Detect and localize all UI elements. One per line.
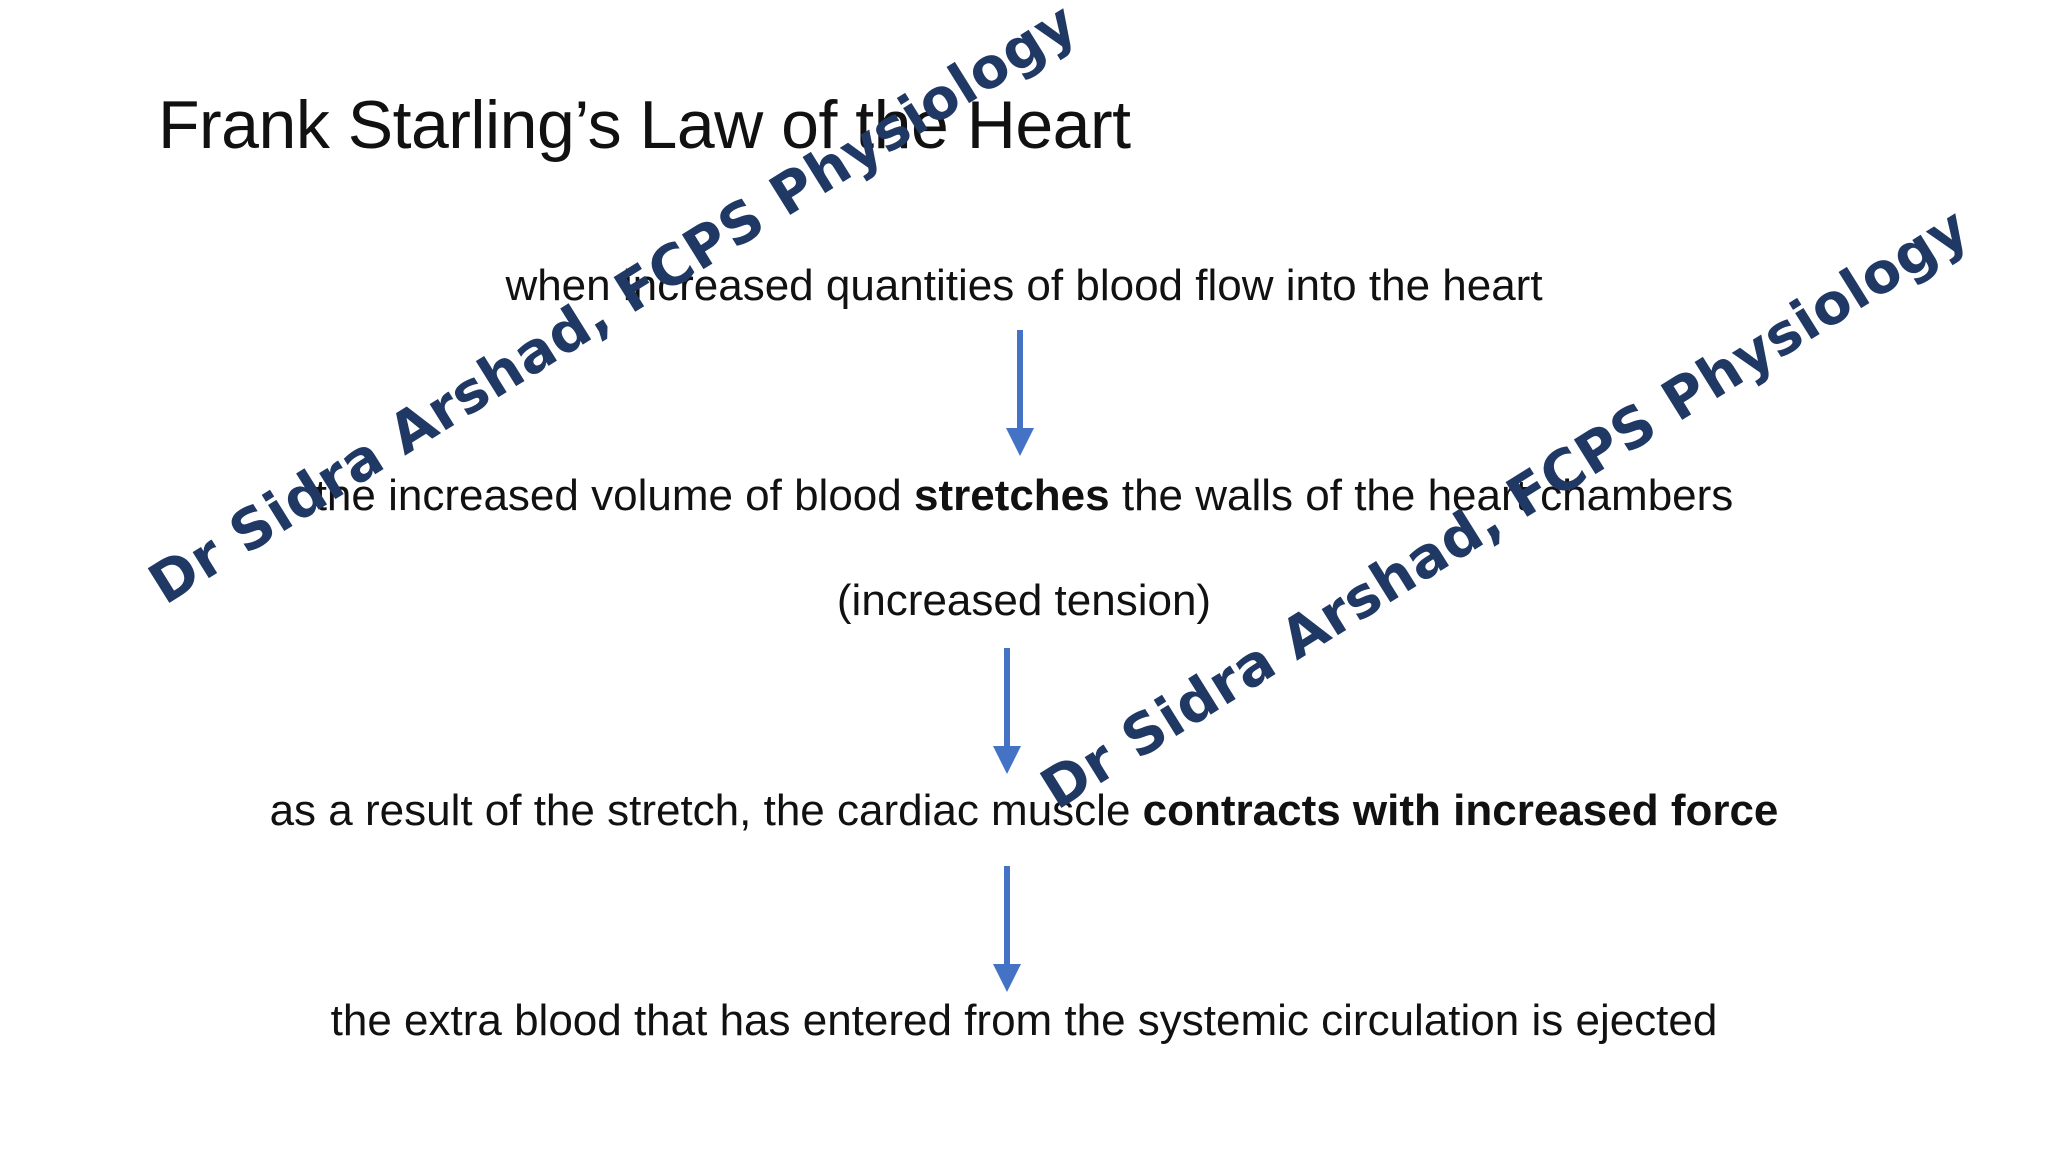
flow-step-2-text-end: the walls of the heart chambers bbox=[1109, 471, 1734, 520]
down-arrow-3 bbox=[993, 866, 1021, 992]
down-arrow-1 bbox=[1006, 330, 1034, 456]
flow-step-2: the increased volume of blood stretches … bbox=[0, 468, 2048, 524]
flow-step-1-text: when increased quantities of blood flow … bbox=[505, 261, 1543, 310]
down-arrow-2 bbox=[993, 648, 1021, 774]
flow-step-1: when increased quantities of blood flow … bbox=[0, 258, 2048, 314]
flow-step-3-emphasis: contracts with increased force bbox=[1142, 786, 1779, 835]
flow-step-4: the extra blood that has entered from th… bbox=[0, 993, 2048, 1049]
slide-title: Frank Starling’s Law of the Heart bbox=[158, 87, 1131, 163]
flow-step-2-note-text: (increased tension) bbox=[836, 576, 1212, 625]
flow-step-3-text: as a result of the stretch, the cardiac … bbox=[269, 786, 1143, 835]
flow-step-3: as a result of the stretch, the cardiac … bbox=[0, 783, 2048, 839]
flow-step-2-text: the increased volume of blood bbox=[314, 471, 914, 520]
flow-step-4-text: the extra blood that has entered from th… bbox=[330, 996, 1718, 1045]
flow-step-2-note: (increased tension) bbox=[0, 573, 2048, 629]
flow-step-2-emphasis: stretches bbox=[913, 471, 1110, 520]
